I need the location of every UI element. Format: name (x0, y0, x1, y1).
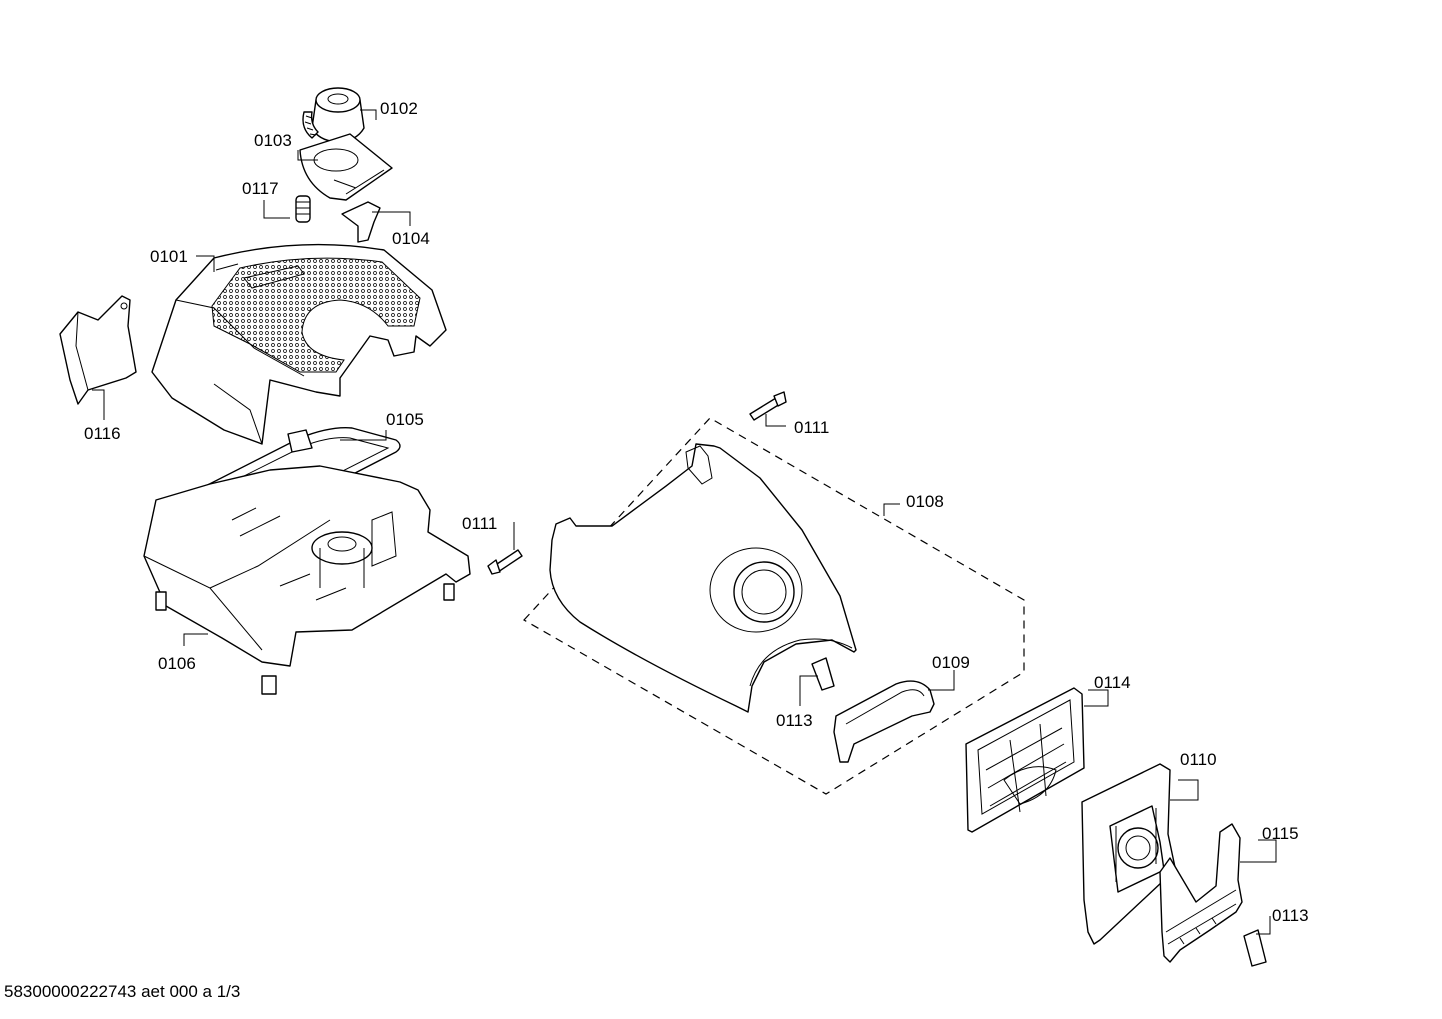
label-0109: 0109 (932, 653, 970, 672)
label-0102: 0102 (380, 99, 418, 118)
part-0102-motor (302, 87, 365, 143)
part-0104-clip (341, 201, 381, 243)
part-labels: 0102 0103 0117 0104 0101 0116 0105 0106 … (84, 99, 1309, 925)
leader-lines (92, 109, 1277, 935)
part-0114-grid-frame (965, 687, 1085, 833)
part-0115-bag-holder (1159, 823, 1243, 963)
part-0110-dust-bag (1081, 763, 1177, 945)
label-0101: 0101 (150, 247, 188, 266)
part-0101-top-cover (151, 243, 447, 445)
part-0117-spring (295, 195, 311, 223)
label-0115: 0115 (1262, 824, 1299, 843)
label-0113-upper: 0113 (776, 711, 813, 730)
label-0113-lower: 0113 (1272, 906, 1309, 925)
label-0110: 0110 (1180, 750, 1217, 769)
label-0111-upper: 0111 (794, 418, 829, 437)
label-0105: 0105 (386, 410, 424, 429)
label-0108: 0108 (906, 492, 944, 511)
part-0106-base-housing (143, 465, 471, 695)
part-0111-screw-upper (749, 391, 787, 421)
label-0103: 0103 (254, 131, 292, 150)
part-0116-side-bracket (59, 295, 137, 405)
label-0104: 0104 (392, 229, 430, 248)
part-0103-motor-seat (299, 133, 393, 201)
part-0109-handle (833, 680, 935, 763)
part-0111-screw-lower (487, 549, 523, 575)
document-reference: 58300000222743 aet 000 a 1/3 (4, 982, 241, 1001)
label-0117: 0117 (242, 179, 279, 198)
label-0106: 0106 (158, 654, 196, 673)
label-0111-lower: 0111 (462, 514, 497, 533)
part-0113-pad-lower (1243, 929, 1267, 967)
part-0113-pad-upper (811, 657, 835, 691)
part-0108-lid (549, 443, 857, 713)
assembly-0108-boundary (523, 417, 1025, 795)
label-0114: 0114 (1094, 673, 1131, 692)
label-0116: 0116 (84, 424, 121, 443)
